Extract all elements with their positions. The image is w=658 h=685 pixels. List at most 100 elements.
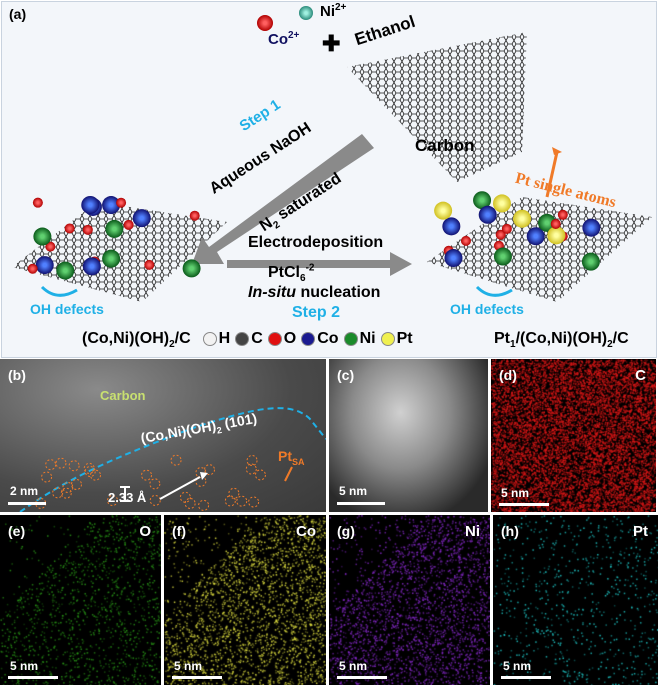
pt-site-marker xyxy=(199,500,209,510)
atom-swatch-icon xyxy=(344,332,358,346)
panel-label: (d) xyxy=(499,367,517,383)
atom xyxy=(513,210,531,228)
scale-label: 5 nm xyxy=(174,660,202,673)
element-label: Ni xyxy=(465,523,480,540)
eds-map-c: (d) C 5 nm xyxy=(491,359,656,512)
ni: Ni xyxy=(320,3,335,20)
rp-post: /C xyxy=(613,330,629,347)
pt-site-marker xyxy=(249,497,259,507)
co-ion-label: Co2+ xyxy=(268,32,299,49)
panel-label-c: (c) xyxy=(337,367,354,383)
co: Co xyxy=(268,31,288,48)
eds-map-o: (e) O 5 nm xyxy=(0,515,161,685)
eds-map-co: (f) Co 5 nm xyxy=(164,515,326,685)
lp-pre: (Co,Ni)(OH) xyxy=(82,330,169,347)
rp-mid: /(Co,Ni)(OH) xyxy=(516,330,608,347)
atom xyxy=(56,262,74,280)
panel-label: (h) xyxy=(501,523,519,539)
atom xyxy=(493,194,511,212)
atom xyxy=(547,226,565,244)
atom xyxy=(65,223,75,233)
atom xyxy=(461,236,471,246)
atom xyxy=(81,196,99,214)
ptcl-sub: 6 xyxy=(300,273,306,284)
step2-label: Step 2 xyxy=(292,304,340,322)
atom xyxy=(582,253,600,271)
atom xyxy=(83,257,101,275)
scale-bar-c xyxy=(337,502,385,505)
ni-ion-label: Ni2+ xyxy=(320,4,346,21)
panel-label: (e) xyxy=(8,523,25,539)
panel-a-schematic: (a) Ni2+ Co2+ ✚ Ethanol Carbon Step 1 Aq… xyxy=(1,1,657,358)
atom xyxy=(124,220,134,230)
atom xyxy=(133,209,151,227)
pt-site-marker xyxy=(237,496,247,506)
atom xyxy=(551,219,561,229)
legend-item: H xyxy=(203,330,231,348)
atom xyxy=(183,259,201,277)
ptcl: PtCl xyxy=(268,264,300,281)
co-charge: 2+ xyxy=(288,30,299,41)
ptcl-sup: -2 xyxy=(306,263,315,274)
element-label: C xyxy=(635,367,646,384)
atom xyxy=(494,248,512,266)
atom xyxy=(434,202,452,220)
plus-icon: ✚ xyxy=(322,32,340,56)
atom xyxy=(558,210,568,220)
pt-sub: SA xyxy=(292,457,305,467)
in-situ: In-situ xyxy=(248,284,296,301)
atom xyxy=(83,225,93,235)
legend-row: (Co,Ni)(OH)2/C HC O Co Ni Pt xyxy=(82,330,413,348)
atom xyxy=(33,228,51,246)
legend-item: C xyxy=(235,330,263,348)
legend-label: Co xyxy=(317,330,338,348)
step2-arrow xyxy=(227,252,412,276)
element-label: O xyxy=(139,523,151,540)
atom xyxy=(28,264,38,274)
eds-map-ni: (g) Ni 5 nm xyxy=(329,515,490,685)
eds-map-pt: (h) Pt 5 nm xyxy=(493,515,658,685)
pt-site-marker xyxy=(247,455,257,465)
right-product-label: Pt1/(Co,Ni)(OH)2/C xyxy=(494,330,629,348)
pt-site-marker xyxy=(69,461,79,471)
legend-item: Ni xyxy=(344,330,376,348)
pt-site-marker xyxy=(150,495,160,505)
lp-post: /C xyxy=(175,330,191,347)
scale-bar xyxy=(172,676,222,679)
atom xyxy=(442,217,460,235)
panel-b-hrtem: (b) Carbon (Co,Ni)(OH)2 (101) PtSA 2.33 … xyxy=(0,359,326,512)
atom xyxy=(144,260,154,270)
rp-pre: Pt xyxy=(494,330,510,347)
atom-swatch-icon xyxy=(381,332,395,346)
pt-site-marker xyxy=(46,460,56,470)
legend-label: Pt xyxy=(397,330,413,348)
atom xyxy=(502,224,512,234)
atom-swatch-icon xyxy=(203,332,217,346)
element-label: Co xyxy=(296,523,316,540)
carbon-label: Carbon xyxy=(415,137,475,156)
scale-label-c: 5 nm xyxy=(339,485,367,498)
atom xyxy=(479,206,497,224)
left-product-label: (Co,Ni)(OH)2/C xyxy=(82,330,191,348)
legend-label: O xyxy=(284,330,296,348)
pt: Pt xyxy=(278,448,292,464)
atom-swatch-icon xyxy=(301,332,315,346)
atom-swatch-icon xyxy=(235,332,249,346)
atom xyxy=(105,220,123,238)
legend-label: Ni xyxy=(360,330,376,348)
scale-label: 5 nm xyxy=(10,660,38,673)
scale-bar-b xyxy=(8,502,46,505)
carbon-sheet-right xyxy=(427,197,652,302)
pt-site-marker xyxy=(171,455,181,465)
carbon-sheet-top xyxy=(347,32,527,182)
scale-bar xyxy=(499,503,549,506)
nucleation: nucleation xyxy=(296,284,380,301)
legend-item: O xyxy=(268,330,296,348)
oh-defects-right: OH defects xyxy=(450,302,524,317)
legend-item: Pt xyxy=(381,330,413,348)
atom xyxy=(102,250,120,268)
ptcl6-label: PtCl6-2 xyxy=(268,264,314,282)
oh-defects-left: OH defects xyxy=(30,302,104,317)
scale-label: 5 nm xyxy=(501,487,529,500)
pt-site-marker xyxy=(42,472,52,482)
